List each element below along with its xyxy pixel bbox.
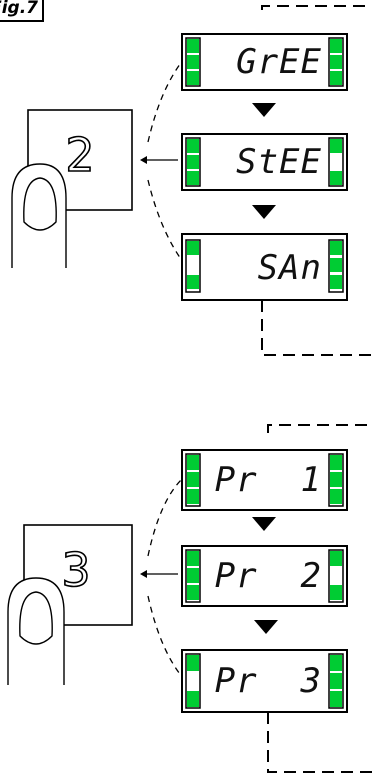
figure-tab: Fig.7 <box>0 0 44 22</box>
fan-line-bottom <box>147 179 184 263</box>
lcd-display <box>181 649 348 713</box>
fan-line-top <box>147 477 184 557</box>
loop-back-line-top <box>261 5 372 10</box>
lcd-display <box>181 133 348 191</box>
lcd-text: Pr 3 <box>214 661 322 701</box>
loop-back-line-bottom <box>261 300 372 356</box>
lcd-text: Pr 1 <box>214 460 322 500</box>
fingernail-icon <box>23 177 57 231</box>
lcd-display <box>181 33 348 91</box>
key-arrow-head <box>140 156 147 164</box>
key-digit-2: 2 <box>65 127 96 183</box>
lcd-display <box>181 233 348 301</box>
next-arrow-2 <box>254 620 278 634</box>
next-arrow-1 <box>252 103 276 117</box>
fan-line-top <box>147 59 184 143</box>
fan-line-bottom <box>147 595 184 679</box>
lcd-text: SAn <box>257 248 322 288</box>
group-key-3 <box>7 424 372 773</box>
next-arrow-1 <box>252 517 276 531</box>
loop-back-line-bottom <box>267 712 372 773</box>
key-digit-3: 3 <box>61 542 92 598</box>
next-arrow-2 <box>252 205 276 219</box>
key-arrow-head <box>140 570 147 578</box>
lcd-text: Pr 2 <box>214 556 322 596</box>
lcd-display <box>181 449 348 511</box>
loop-back-line-top <box>267 424 372 433</box>
group-key-2 <box>11 5 372 356</box>
fingernail-icon <box>19 591 53 645</box>
lcd-display <box>181 545 348 607</box>
lcd-text: StEE <box>236 142 322 182</box>
figure-tab-label: Fig.7 <box>0 0 38 18</box>
lcd-text: GrEE <box>236 42 322 82</box>
